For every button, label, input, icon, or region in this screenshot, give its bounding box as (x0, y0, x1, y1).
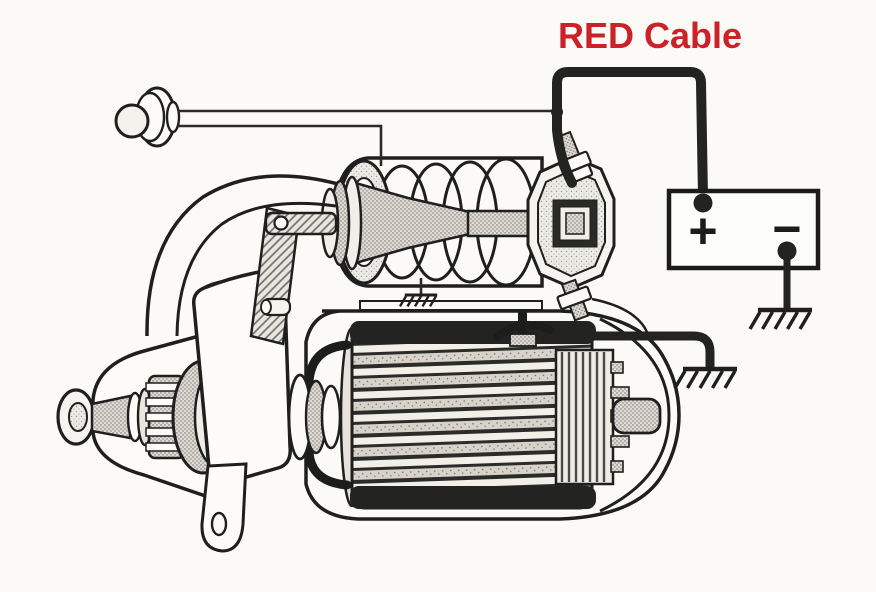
field-terminal (493, 312, 554, 347)
battery-plus-label: + (688, 203, 717, 259)
pole-shoe-bottom (350, 486, 596, 509)
commutator-bars (560, 352, 606, 482)
solenoid-end-cap (526, 155, 616, 290)
flange-hub-rings (287, 373, 342, 461)
battery-ground-symbol (748, 307, 812, 330)
flange-bottom-ear-hole (210, 511, 228, 537)
button-knob (114, 103, 150, 139)
solenoid-ground-symbol (398, 293, 438, 308)
shift-lever (249, 206, 338, 346)
cable-junction-dot (551, 106, 563, 118)
field-coil-loop (304, 340, 352, 490)
mounting-bracket-bar (359, 300, 543, 311)
motor-end-bell (599, 317, 671, 513)
drive-shaft (90, 394, 132, 440)
ignition-switch-button (114, 86, 181, 148)
red-cable (551, 67, 708, 202)
battery-positive-terminal (693, 193, 713, 213)
battery-minus-label: − (772, 201, 801, 257)
red-cable-label: RED Cable (558, 15, 742, 56)
pole-shoe-top (350, 321, 596, 344)
battery: + − (666, 188, 821, 271)
commutator (554, 348, 662, 486)
motor-ground-symbol (673, 366, 737, 389)
lever-pivot-pin (273, 215, 289, 231)
solenoid-lower-stud (556, 278, 593, 322)
motor-ground-cable (575, 331, 715, 371)
flange-bottom-ear (200, 462, 248, 553)
drive-housing-arch (145, 174, 339, 337)
solenoid (320, 130, 616, 322)
switch-wire-lower (178, 124, 383, 166)
field-strap-wire (591, 297, 649, 333)
commutator-shaft-stub (611, 397, 662, 435)
